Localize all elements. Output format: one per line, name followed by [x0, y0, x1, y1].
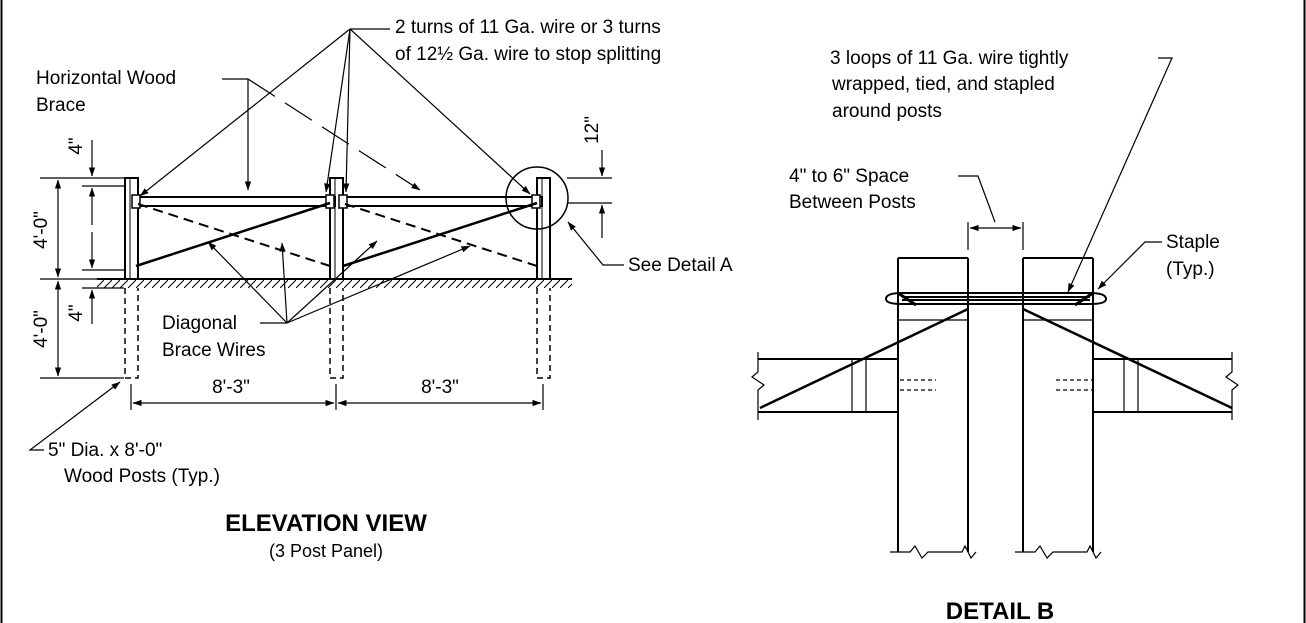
horizontal-brace-right — [340, 196, 543, 207]
note-wire-turns-line1: 2 turns of 11 Ga. wire or 3 turns — [395, 17, 661, 38]
note-wire-turns-line2: of 12½ Ga. wire to stop splitting — [395, 44, 661, 65]
note-horizontal-brace-line2: Brace — [36, 95, 86, 116]
dims-left — [40, 140, 124, 379]
dim-detail-offset — [567, 150, 612, 238]
note-posts-line1: 5" Dia. x 8'-0" — [48, 440, 162, 461]
dim-span-1: 8'-3" — [212, 377, 250, 398]
detail-post-left — [890, 257, 977, 560]
detail-wire-loops — [884, 292, 1108, 305]
note-see-detail-a: See Detail A — [628, 255, 733, 276]
horizontal-brace-left — [133, 196, 336, 207]
dim-above-ground: 4'-0" — [31, 211, 52, 249]
diagonal-brace-wires — [135, 201, 538, 268]
dim-below-ground: 4'-0" — [31, 310, 52, 348]
dim-below-offset: 4" — [66, 304, 87, 321]
note-staple-line1: Staple — [1166, 232, 1220, 253]
elevation-view: 2 turns of 11 Ga. wire or 3 turns of 12½… — [28, 17, 733, 561]
leaders-wire-turns — [139, 28, 531, 197]
post-embedment-dashed — [124, 288, 551, 379]
diagonal-wires-dashed — [137, 203, 538, 267]
leader-see-detail-a — [567, 221, 624, 266]
note-staple-line2: (Typ.) — [1166, 259, 1215, 280]
detail-brace-right — [1056, 352, 1240, 420]
dim-top-offset: 4" — [66, 137, 87, 154]
detail-brace-left — [750, 352, 936, 420]
note-loops-line1: 3 loops of 11 Ga. wire tightly — [830, 48, 1069, 69]
brace-end-blocks — [131, 194, 541, 209]
detail-staples — [897, 291, 1094, 307]
detail-space-dim — [958, 175, 1024, 250]
elevation-title: ELEVATION VIEW — [225, 510, 427, 537]
detail-diagonal-wires — [759, 307, 1233, 410]
detail-b: 3 loops of 11 Ga. wire tightly wrapped, … — [750, 48, 1240, 623]
note-loops-line2: wrapped, tied, and stapled — [831, 74, 1055, 95]
elevation-subtitle: (3 Post Panel) — [269, 541, 383, 561]
post-middle — [329, 177, 344, 280]
detail-b-title: DETAIL B — [946, 598, 1054, 623]
dims-bottom — [130, 384, 544, 410]
leaders-horizontal-brace — [222, 78, 421, 191]
detail-post-right — [1015, 257, 1102, 560]
note-diagonal-line2: Brace Wires — [162, 340, 265, 361]
note-loops-line3: around posts — [832, 101, 942, 122]
detail-leaders — [1067, 57, 1173, 293]
note-posts-line2: Wood Posts (Typ.) — [64, 466, 220, 487]
detail-a-circle — [505, 166, 569, 230]
dim-span-2: 8'-3" — [421, 377, 459, 398]
dim-detail-offset-label: 12" — [582, 116, 603, 144]
note-diagonal-line1: Diagonal — [162, 313, 237, 334]
note-horizontal-brace-line1: Horizontal Wood — [36, 68, 176, 89]
post-left — [124, 177, 139, 280]
note-space-line1: 4" to 6" Space — [789, 166, 909, 187]
leaders-diagonal-wires — [207, 240, 471, 324]
ground-hatch — [97, 279, 572, 288]
note-space-line2: Between Posts — [789, 192, 916, 213]
leader-wood-posts — [28, 381, 121, 451]
